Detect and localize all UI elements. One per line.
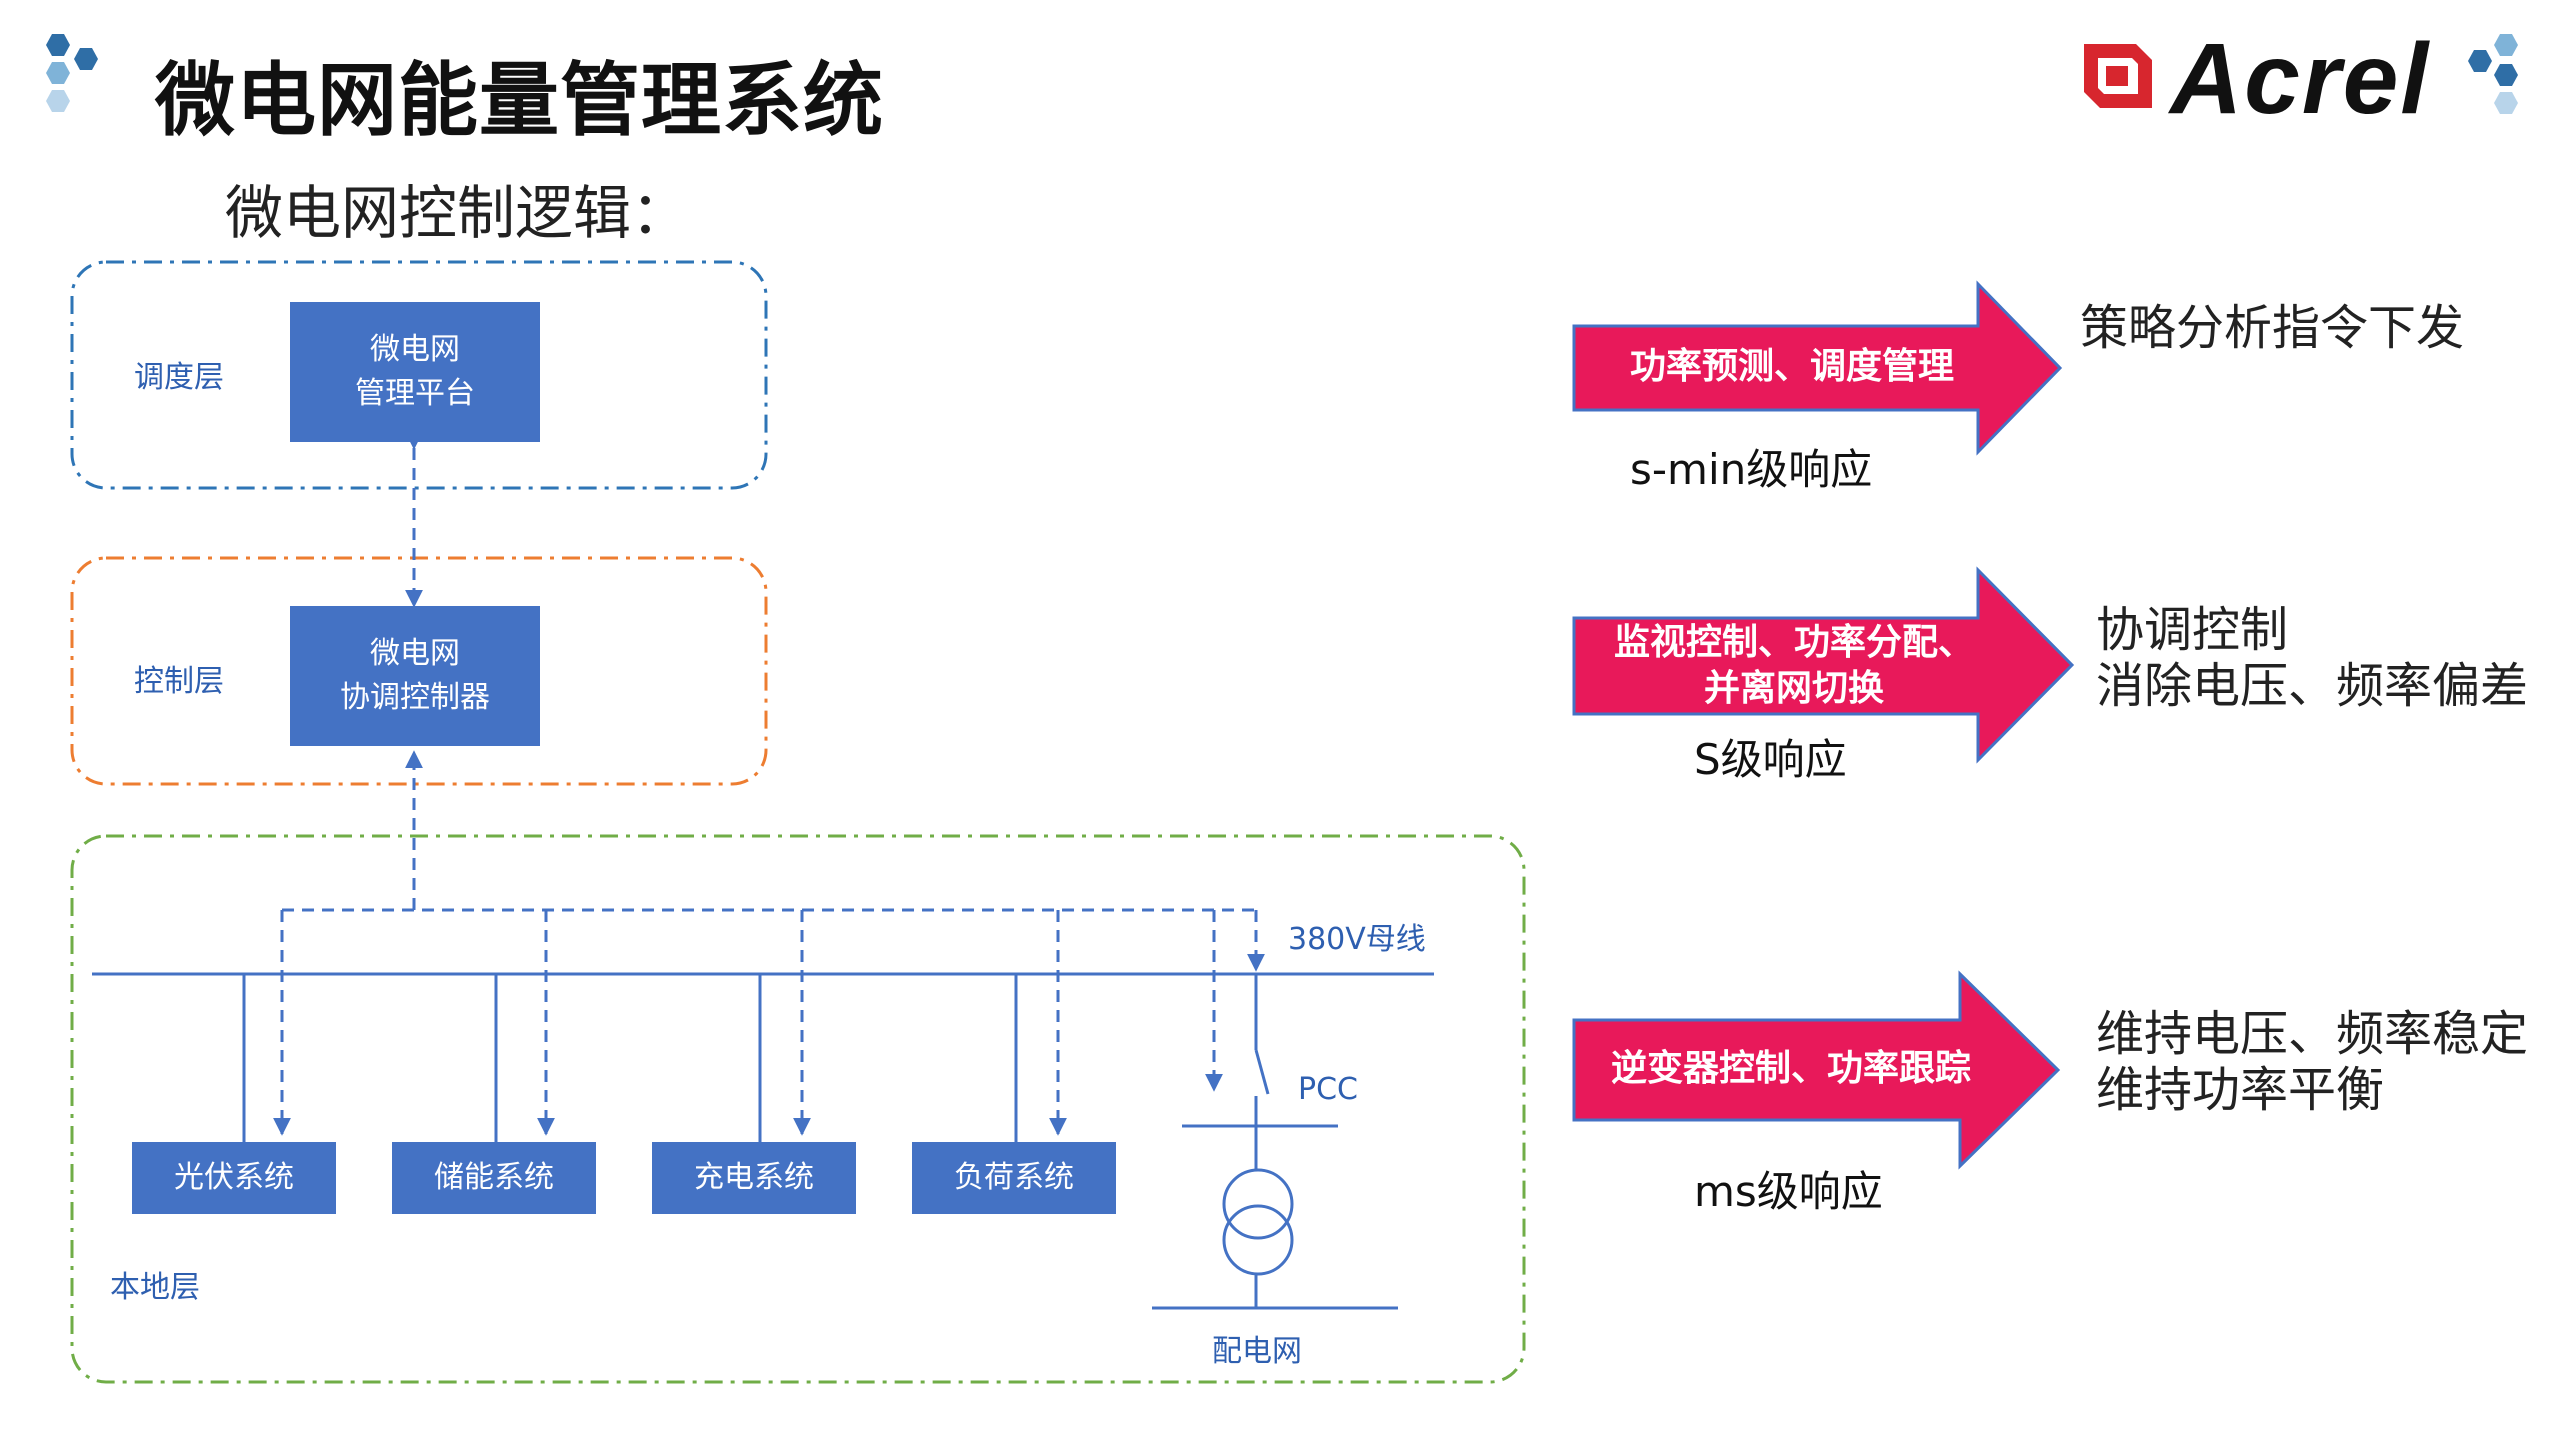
node-line: 管理平台 — [355, 376, 475, 411]
hexagon-cluster-icon — [46, 34, 98, 112]
local-layer-border — [70, 834, 1526, 1384]
subtitle: 微电网控制逻辑： — [225, 179, 690, 247]
pcc-label: PCC — [1298, 1072, 1358, 1107]
tier-response: S级响应 — [1694, 735, 1847, 784]
result-line: 维持电压、频率稳定 — [2096, 1006, 2529, 1062]
tier-arrow-label: 逆变器控制、功率跟踪 — [1584, 1046, 1998, 1092]
dispatch-layer-border — [70, 260, 768, 490]
tier-arrow-shape — [1572, 970, 2061, 1170]
result-line: 协调控制 — [2096, 602, 2289, 658]
microgrid-coordination-controller-box: 微电网 协调控制器 — [290, 606, 540, 746]
charging-system-box: 充电系统 — [652, 1142, 856, 1214]
acrel-logo-icon — [2084, 44, 2152, 108]
storage-system-box: 储能系统 — [392, 1142, 596, 1214]
tier-result: 维持电压、频率稳定 维持功率平衡 — [2096, 1006, 2528, 1118]
tier-response: s-min级响应 — [1630, 445, 1873, 494]
hexagon-cluster-icon — [2468, 34, 2518, 114]
dispatch-layer-label: 调度层 — [134, 360, 224, 395]
arrow-line: 并离网切换 — [1703, 668, 1884, 709]
pv-system-box: 光伏系统 — [132, 1142, 336, 1214]
arrow-line: 逆变器控制、功率跟踪 — [1610, 1048, 1971, 1089]
result-line: 维持功率平衡 — [2096, 1062, 2385, 1118]
result-line: 策略分析指令下发 — [2080, 300, 2465, 356]
tier-result: 协调控制 消除电压、频率偏差 — [2096, 602, 2528, 714]
microgrid-management-platform-box: 微电网 管理平台 — [290, 302, 540, 442]
transformer-icon — [1222, 1168, 1294, 1240]
bus-label: 380V母线 — [1288, 922, 1426, 957]
control-layer-label: 控制层 — [134, 664, 224, 699]
grid-label: 配电网 — [1212, 1334, 1302, 1369]
arrow-line: 监视控制、功率分配、 — [1613, 622, 1974, 663]
tier-result: 策略分析指令下发 — [2080, 300, 2464, 356]
tier-response: ms级响应 — [1694, 1167, 1883, 1216]
tier-arrow-shape — [1572, 280, 2063, 456]
brand-name: Acrel — [2170, 23, 2431, 135]
local-layer-label: 本地层 — [110, 1270, 200, 1305]
tier-arrow-label: 监视控制、功率分配、 并离网切换 — [1584, 620, 2004, 712]
tier-arrow-label: 功率预测、调度管理 — [1584, 344, 2000, 390]
page-title: 微电网能量管理系统 — [155, 54, 884, 147]
load-system-box: 负荷系统 — [912, 1142, 1116, 1214]
tier-arrow-shape — [1572, 566, 2075, 764]
node-line: 协调控制器 — [340, 680, 490, 715]
node-line: 微电网 — [370, 636, 460, 671]
node-line: 微电网 — [370, 332, 460, 367]
arrow-line: 功率预测、调度管理 — [1629, 346, 1954, 387]
result-line: 消除电压、频率偏差 — [2096, 658, 2529, 714]
